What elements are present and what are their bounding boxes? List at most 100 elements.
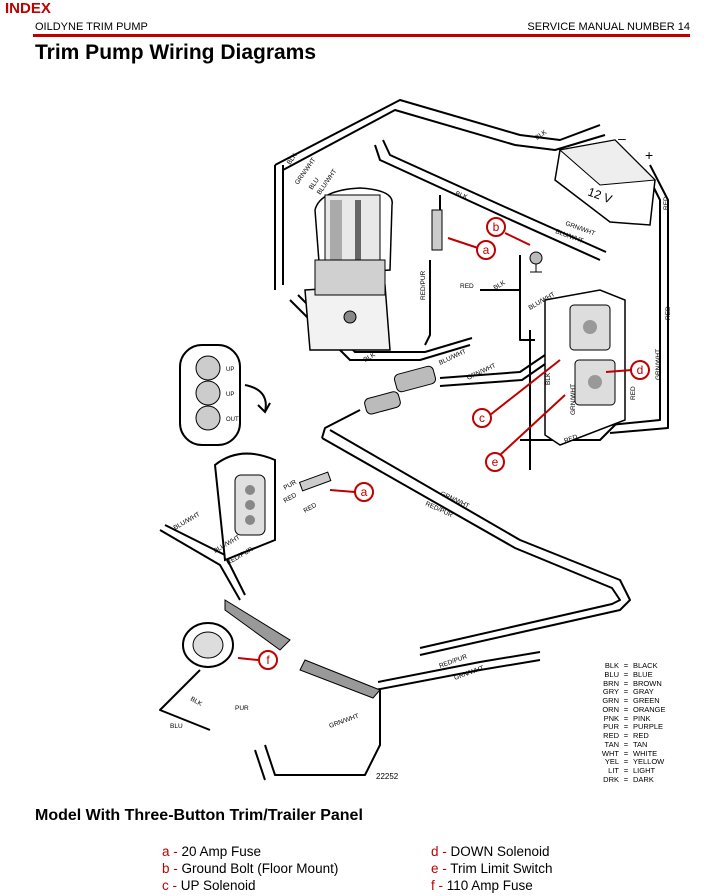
battery: 12 V – + <box>554 130 657 226</box>
legend-color-name: YELLOW <box>633 757 665 767</box>
trim-control-handle: UP UP OUT <box>179 344 271 446</box>
legend-abbr: LIT <box>608 766 619 775</box>
page-title: Trim Pump Wiring Diagrams <box>35 41 317 64</box>
callout-letter: e <box>492 455 499 469</box>
legend-color-name: ORANGE <box>633 704 666 714</box>
legend-color-name: RED <box>633 731 649 740</box>
legend-equals: = <box>623 748 629 758</box>
rotation-arrow <box>244 384 267 413</box>
svg-text:GRN/WHT: GRN/WHT <box>328 713 360 730</box>
solenoid-assembly <box>544 289 626 446</box>
legend-equals: = <box>623 678 629 688</box>
manual-section-label: OILDYNE TRIM PUMP <box>35 21 148 33</box>
key-left-column: a - 20 Amp Fuse b - Ground Bolt (Floor M… <box>162 843 338 894</box>
svg-text:GRN/WHT: GRN/WHT <box>655 349 662 380</box>
legend-row: PNK=PINK <box>585 713 673 724</box>
legend-abbr: PNK <box>603 713 619 723</box>
svg-text:BLK: BLK <box>454 190 469 201</box>
svg-text:GRN/WHT: GRN/WHT <box>570 384 577 415</box>
legend-row: RED=RED <box>585 731 673 741</box>
figure-number: 22252 <box>376 772 399 781</box>
legend-color-name: PINK <box>633 713 651 723</box>
callout-letter: d <box>637 363 644 377</box>
panel-button-label: OUT <box>226 417 239 423</box>
legend-abbr: ORN <box>602 704 619 714</box>
legend-row: BLK = BLACK <box>585 661 673 671</box>
legend-equals: = <box>623 739 629 749</box>
legend-abbr: GRN <box>602 696 619 705</box>
key-item: e - Trim Limit Switch <box>431 861 553 876</box>
legend-color-name: BLUE <box>633 669 653 679</box>
legend-color-name: BLACK <box>633 661 658 670</box>
legend-abbr: BLK <box>604 661 619 670</box>
legend-row: GRY=GRAY <box>585 687 673 697</box>
legend-row: TAN = TAN <box>585 739 673 750</box>
callout-letter: f <box>266 653 270 667</box>
key-item: f - 110 Amp Fuse <box>431 878 533 893</box>
legend-equals: = <box>623 774 629 784</box>
legend-equals: = <box>623 669 629 679</box>
svg-text:PUR: PUR <box>235 705 249 712</box>
svg-text:BLK: BLK <box>534 128 549 141</box>
callout-d <box>630 360 650 380</box>
svg-text:RED/PUR: RED/PUR <box>420 270 427 300</box>
svg-text:BLK: BLK <box>189 696 204 709</box>
wire-boot <box>299 659 381 699</box>
fuse-110amp <box>182 622 234 668</box>
legend-equals: = <box>623 687 629 697</box>
key-item: a - 20 Amp Fuse <box>162 844 262 859</box>
legend-color-name: PURPLE <box>633 722 664 732</box>
legend-row: DRK=DARK <box>585 774 673 785</box>
legend-abbr: TAN <box>604 739 619 749</box>
svg-text:RED: RED <box>460 283 474 290</box>
legend-row: LIT=LIGHT <box>585 766 673 776</box>
svg-text:RED: RED <box>563 434 579 445</box>
svg-text:RED: RED <box>630 386 637 400</box>
legend-row: YEL = YELLOW <box>585 757 673 767</box>
svg-text:RED: RED <box>283 492 299 505</box>
key-item: d - DOWN Solenoid <box>431 844 550 859</box>
panel-button-label: UP <box>226 392 234 398</box>
legend-row: BLU=BLUE <box>585 669 673 680</box>
legend-equals: = <box>623 757 629 767</box>
diagram-caption: Model With Three-Button Trim/Trailer Pan… <box>35 807 363 824</box>
legend-color-name: GREEN <box>633 696 660 705</box>
legend-color-name: DARK <box>633 774 654 784</box>
svg-text:GRN/WHT: GRN/WHT <box>466 362 497 381</box>
index-link[interactable]: INDEX <box>5 0 51 17</box>
svg-text:BLU/WHT: BLU/WHT <box>173 511 202 532</box>
legend-equals: = <box>623 766 629 775</box>
battery-negative-label: – <box>618 130 626 146</box>
battery-positive-label: + <box>645 147 653 163</box>
svg-text:RED: RED <box>665 306 672 320</box>
panel-button-label: UP <box>226 367 234 373</box>
svg-text:BLU: BLU <box>170 723 183 730</box>
svg-text:RED: RED <box>663 196 670 210</box>
callout-letter: a <box>361 485 368 499</box>
legend-abbr: YEL <box>604 757 619 767</box>
trim-switch-panel <box>213 452 332 562</box>
callout-letter: a <box>483 243 490 257</box>
legend-color-name: WHITE <box>633 748 658 758</box>
legend-row: WHT = WHITE <box>585 748 673 759</box>
callout-e <box>485 452 505 472</box>
key-item: b - Ground Bolt (Floor Mount) <box>162 861 339 876</box>
legend-row: ORN=ORANGE <box>585 704 673 715</box>
legend-row: BRN=BROWN <box>585 678 673 689</box>
legend-abbr: WHT <box>601 748 619 758</box>
legend-equals: = <box>623 696 629 705</box>
legend-row: GRN = GREEN <box>585 696 673 706</box>
key-item: c - UP Solenoid <box>162 878 256 893</box>
callout-letter: b <box>493 220 500 234</box>
legend-equals: = <box>623 731 629 740</box>
manual-number-label: SERVICE MANUAL NUMBER 14 <box>527 21 690 33</box>
svg-text:RED: RED <box>303 502 319 515</box>
header-rule <box>33 34 690 37</box>
callout-markers <box>237 217 650 670</box>
legend-equals: = <box>623 661 629 670</box>
callout-letter: c <box>479 411 485 425</box>
callout-a2 <box>354 482 374 502</box>
callout-c <box>472 408 492 428</box>
legend-color-name: TAN <box>633 739 648 749</box>
